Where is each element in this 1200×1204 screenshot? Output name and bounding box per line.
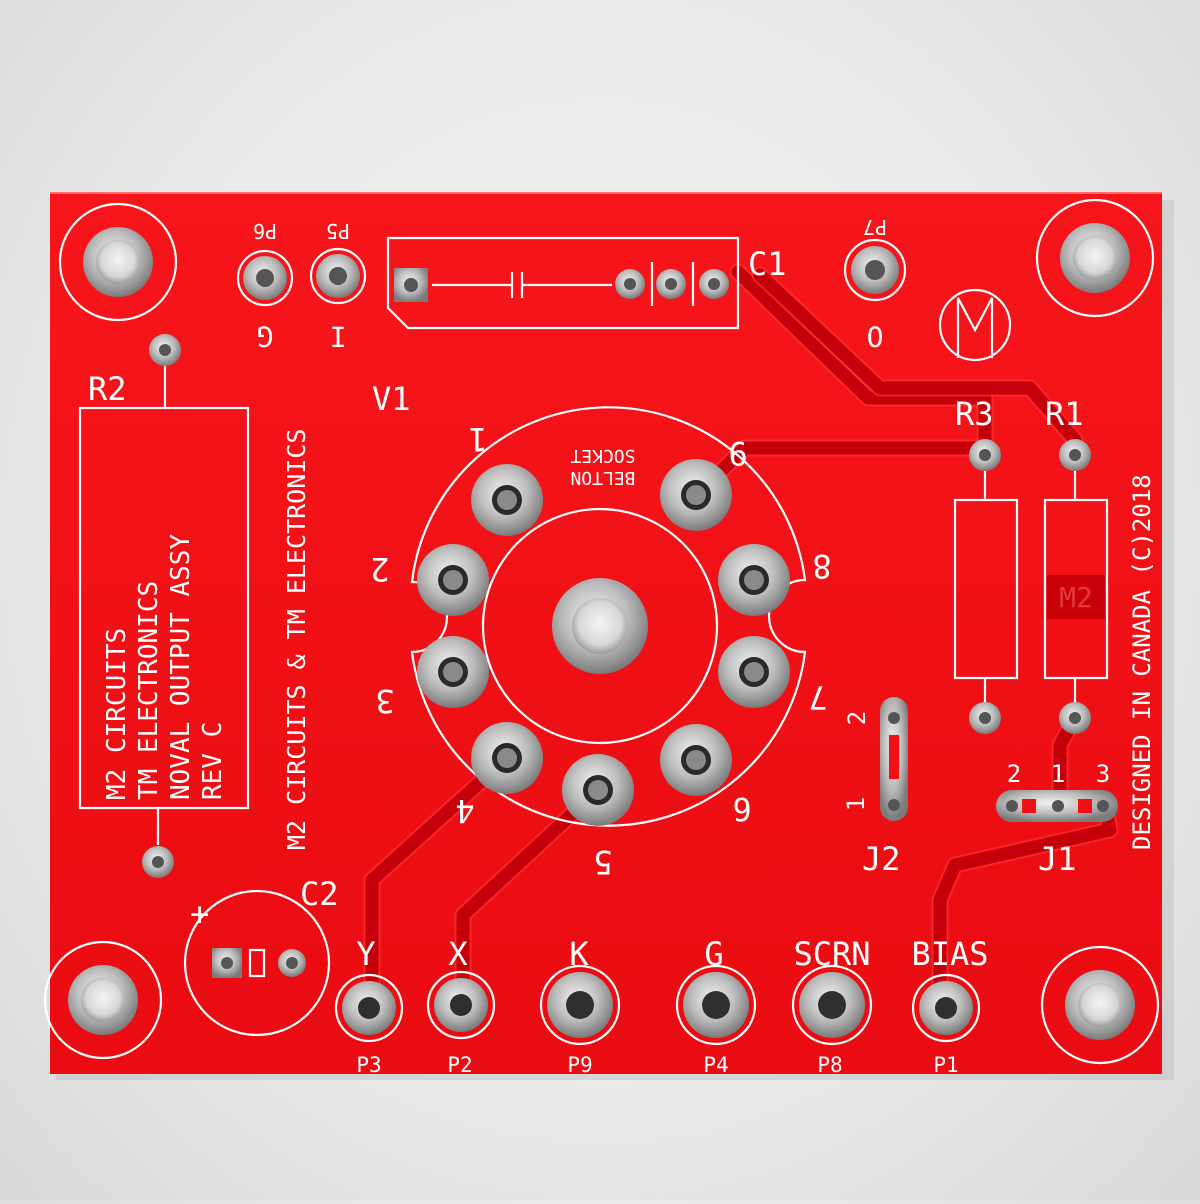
label-o: O xyxy=(867,320,884,353)
capacitor-c1-footprint xyxy=(386,236,740,330)
m2-logo-text: M2 xyxy=(1059,581,1093,614)
j2-pin-2-label: 2 xyxy=(843,711,871,725)
terminal-label-y: Y xyxy=(356,935,375,973)
mounting-hole-bottom-left xyxy=(43,940,163,1060)
tube-pin-pad-3 xyxy=(417,636,489,708)
m2-logo-icon xyxy=(938,288,1012,362)
designator-j2: J2 xyxy=(862,840,901,878)
label-i: I xyxy=(330,320,347,353)
terminal-pad-1 xyxy=(334,973,404,1043)
j1-pin-3-label: 3 xyxy=(1096,760,1110,788)
tube-pin-pad-4 xyxy=(471,722,543,794)
j1-pin-1-label: 1 xyxy=(1051,760,1065,788)
socket-label-line-2: SOCKET xyxy=(570,445,635,466)
terminal-pad-2 xyxy=(426,970,496,1040)
socket-label-line-1: BELTON xyxy=(570,467,635,488)
pin-number-2: 2 xyxy=(370,550,389,588)
assembly-line-2: TM ELECTRONICS xyxy=(134,581,164,800)
tube-pin-pad-9 xyxy=(660,459,732,531)
terminal-label-x: X xyxy=(448,935,467,973)
jumper-j2-footprint xyxy=(880,697,908,821)
designator-j1: J1 xyxy=(1038,840,1077,878)
assembly-text-block: M2 CIRCUITS TM ELECTRONICS NOVAL OUTPUT … xyxy=(102,534,228,800)
tube-socket-v1 xyxy=(410,406,807,827)
pin-number-8: 8 xyxy=(812,547,831,585)
terminal-pad-4 xyxy=(675,964,757,1046)
j2-pin-1-label: 1 xyxy=(842,797,870,811)
label-g-top: G xyxy=(257,320,274,353)
tube-pin-pad-5 xyxy=(562,754,634,826)
designator-c2: C2 xyxy=(300,875,339,913)
tube-pin-pad-7 xyxy=(718,636,790,708)
j1-pin-2-label: 2 xyxy=(1007,760,1021,788)
label-p6: P6 xyxy=(253,219,277,243)
mounting-hole-top-left xyxy=(58,202,178,322)
designator-r3: R3 xyxy=(955,395,994,433)
tube-pin-pad-8 xyxy=(718,544,790,616)
tube-pins xyxy=(417,459,790,826)
terminal-label-k: K xyxy=(569,935,589,973)
c2-polarity-mark: + xyxy=(190,895,209,933)
terminal-pad-p3: P3 xyxy=(356,1053,381,1077)
terminal-pad-p2: P2 xyxy=(447,1053,472,1077)
tube-pin-pad-1 xyxy=(471,464,543,536)
label-p5: P5 xyxy=(326,219,350,243)
label-p7: P7 xyxy=(863,215,887,239)
designator-v1: V1 xyxy=(372,380,411,418)
bottom-terminals: Y X K G SCRN BIAS P3 P2 P9 P4 P8 P1 xyxy=(334,935,989,1077)
pin-number-5: 5 xyxy=(593,843,612,881)
capacitor-c2-footprint xyxy=(183,889,331,1037)
resistor-r2-footprint xyxy=(78,334,250,878)
jumper-j1-footprint xyxy=(996,790,1118,822)
terminal-label-g: G xyxy=(704,935,723,973)
resistor-r1-footprint xyxy=(1043,439,1109,734)
terminal-label-scrn: SCRN xyxy=(793,935,870,973)
tube-pin-pad-2 xyxy=(417,544,489,616)
top-connection-pads xyxy=(236,238,907,307)
terminal-pad-p4: P4 xyxy=(703,1053,728,1077)
vertical-credit-text: M2 CIRCUITS & TM ELECTRONICS xyxy=(282,429,311,850)
assembly-line-4: REV C xyxy=(198,722,228,800)
designator-r1: R1 xyxy=(1045,395,1084,433)
terminal-pad-p1: P1 xyxy=(933,1053,958,1077)
resistor-r3-footprint xyxy=(953,439,1019,734)
m2-logo-box: M2 xyxy=(1047,575,1105,619)
terminal-pad-6 xyxy=(911,973,981,1043)
pin-number-9: 9 xyxy=(728,434,747,472)
terminal-pad-5 xyxy=(791,964,873,1046)
designator-c1: C1 xyxy=(748,245,787,283)
pin-number-4: 4 xyxy=(455,792,474,830)
terminal-pad-3 xyxy=(539,964,621,1046)
pin-number-7: 7 xyxy=(808,678,827,716)
terminal-pad-p9: P9 xyxy=(567,1053,592,1077)
designator-r2: R2 xyxy=(88,370,127,408)
assembly-line-3: NOVAL OUTPUT ASSY xyxy=(166,534,196,800)
designed-in-text: DESIGNED IN CANADA (C)2018 xyxy=(1128,474,1156,850)
pin-number-6: 6 xyxy=(732,790,751,828)
terminal-label-bias: BIAS xyxy=(911,935,988,973)
mounting-hole-bottom-right xyxy=(1040,945,1160,1065)
pin-number-1: 1 xyxy=(468,420,487,458)
assembly-line-1: M2 CIRCUITS xyxy=(102,628,132,800)
socket-label: BELTON SOCKET xyxy=(570,445,635,488)
pin-number-3: 3 xyxy=(375,682,394,720)
mounting-hole-top-right xyxy=(1035,198,1155,318)
mounting-holes xyxy=(43,198,1160,1065)
tube-pin-pad-6 xyxy=(660,724,732,796)
terminal-pad-p8: P8 xyxy=(817,1053,842,1077)
